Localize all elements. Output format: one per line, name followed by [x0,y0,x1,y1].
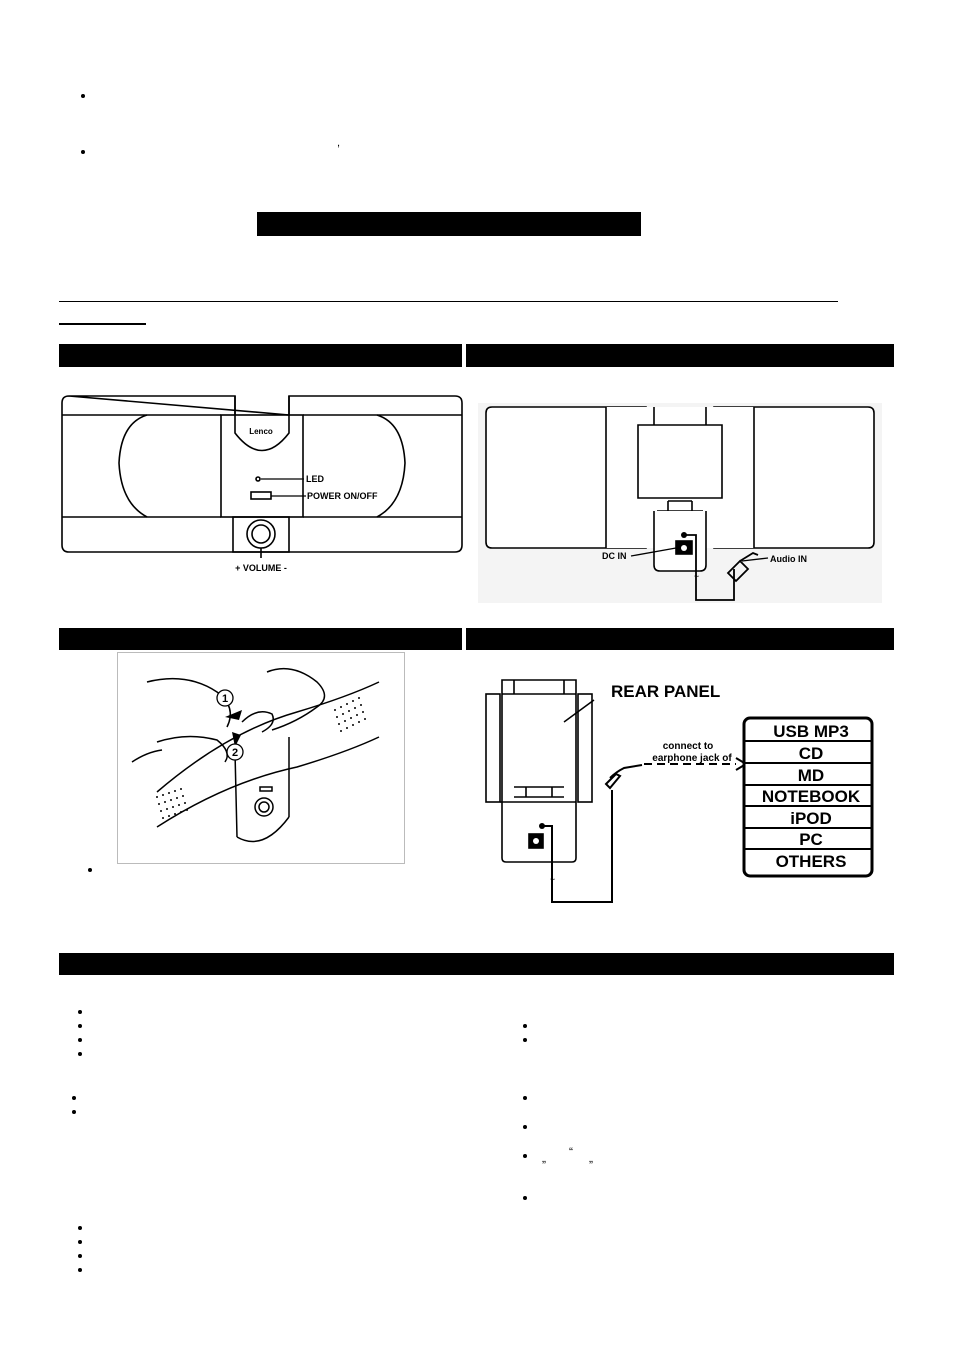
stray-quote-open: „ [542,1151,546,1165]
bullet [81,94,85,98]
device-notebook: NOTEBOOK [762,787,861,806]
device-usb-mp3: USB MP3 [773,722,849,741]
title-bar [257,212,641,236]
rear-panel-header-bar [466,344,894,367]
device-ipod: iPOD [790,809,832,828]
svg-text:~: ~ [550,874,555,884]
bullet [78,1010,82,1014]
rear-panel-title: REAR PANEL [611,682,720,701]
step-2-marker: 2 [232,747,238,759]
bullet [78,1024,82,1028]
dc-in-label: DC IN [602,551,627,561]
device-md: MD [798,766,824,785]
bullet [523,1196,527,1200]
bullet [78,1038,82,1042]
brand-logo: Lenco [249,427,273,436]
power-label: POWER ON/OFF [307,491,378,501]
install-illustration: 1 2 [117,652,405,864]
connect-text-1: connect to [663,741,714,752]
bullet [78,1254,82,1258]
front-panel-diagram: Lenco LED POWER ON/OFF + VOLUME - [61,395,463,573]
section-divider [59,301,838,302]
device-others: OTHERS [776,852,847,871]
audio-in-label: Audio IN [770,554,807,564]
speaker-grille-dots [156,697,366,819]
section-underline [59,323,146,325]
device-pc: PC [799,830,823,849]
install-header-bar [59,628,462,650]
bullet [523,1125,527,1129]
bullet [523,1096,527,1100]
bullet [523,1038,527,1042]
stray-quote-close: „ [589,1151,593,1165]
bullet [78,1052,82,1056]
volume-label: + VOLUME - [235,563,287,573]
rear-panel-diagram: ~ DC IN Audio IN [478,403,882,603]
stray-quote-mid: “ [569,1145,573,1159]
specs-header-bar [59,953,894,975]
connection-header-bar [466,628,894,650]
bullet [523,1024,527,1028]
front-panel-header-bar [59,344,462,367]
bullet [81,150,85,154]
bullet [72,1096,76,1100]
step-1-marker: 1 [222,693,228,705]
connect-text-2: earphone jack of [652,753,732,764]
device-cd: CD [799,744,824,763]
bullet [523,1154,527,1158]
bullet [78,1268,82,1272]
led-label: LED [306,474,325,484]
bullet [88,868,92,872]
bullet [78,1240,82,1244]
bullet [72,1110,76,1114]
stray-comma: , [337,137,341,149]
svg-text:~: ~ [694,571,699,581]
connection-diagram: ~ REAR PANEL connect to earphone jack of… [485,679,874,903]
bullet [78,1226,82,1230]
